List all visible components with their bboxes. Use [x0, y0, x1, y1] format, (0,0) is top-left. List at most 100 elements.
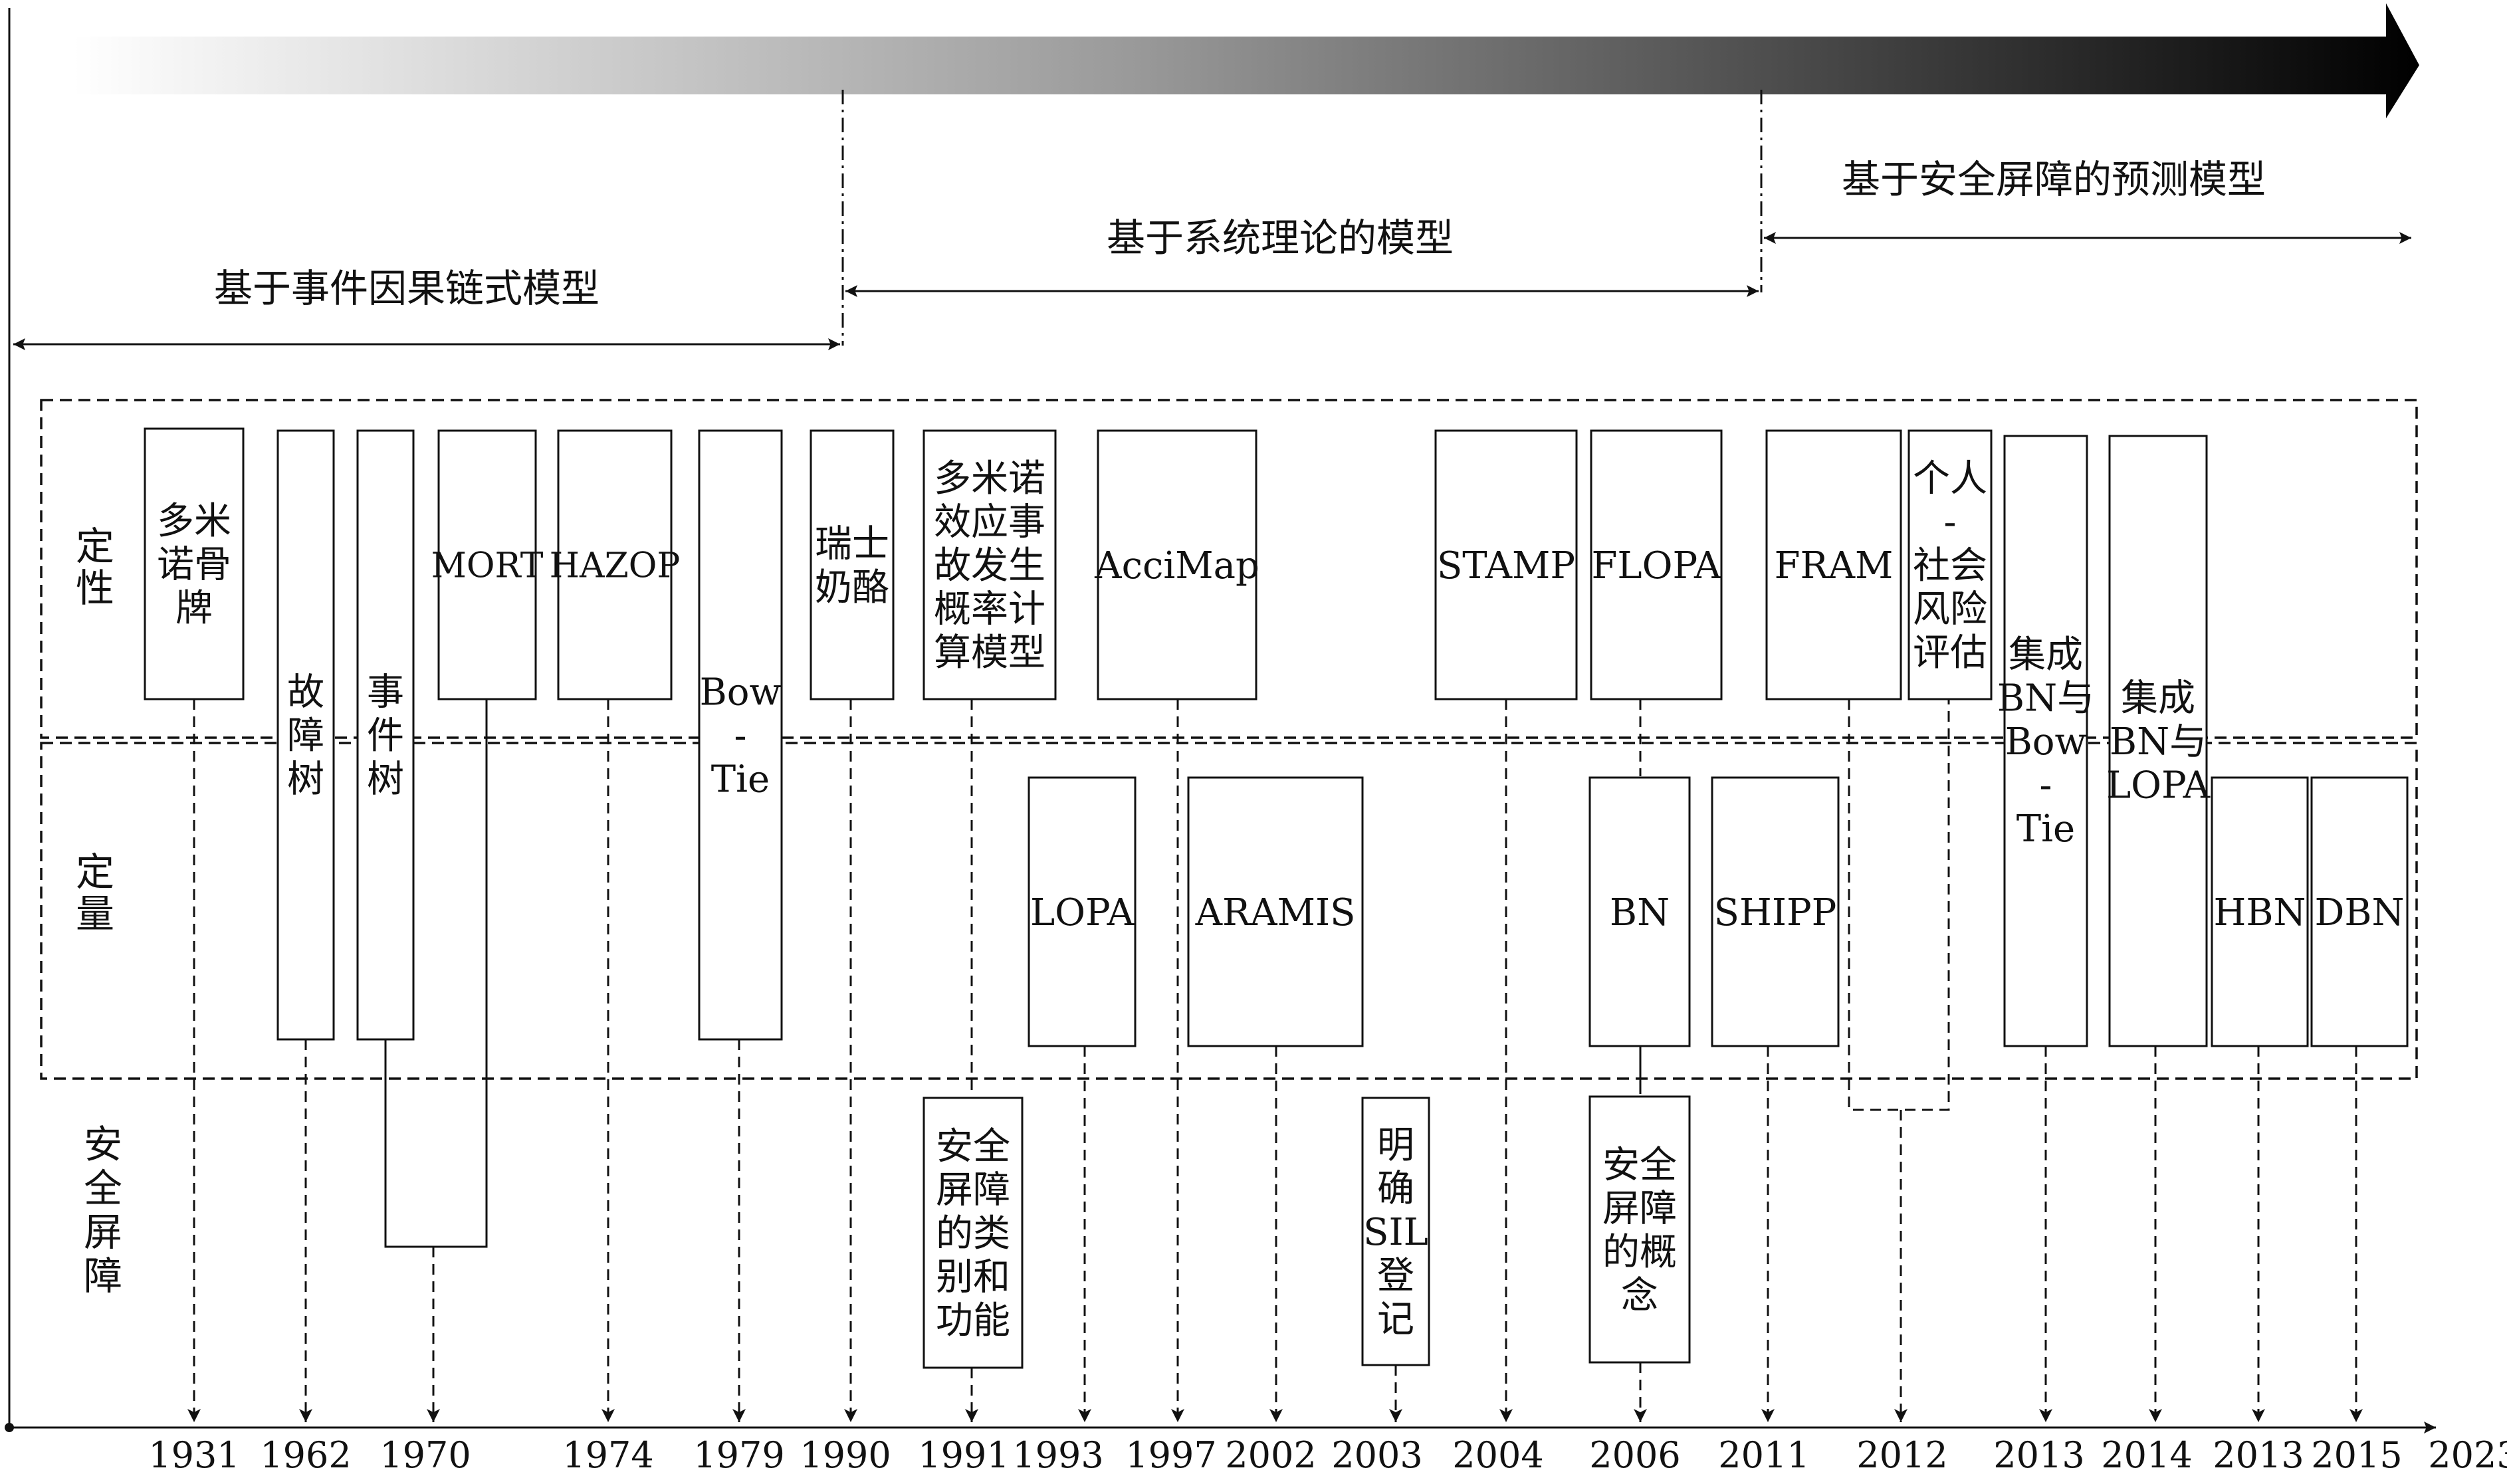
- model-box-frame: [698, 429, 783, 1041]
- model-label: 的类: [936, 1212, 1010, 1255]
- model-box-hazop: HAZOP: [550, 429, 681, 700]
- model-box-fram: FRAM: [1765, 429, 1902, 700]
- row-label-qualitative-2: 性: [76, 566, 114, 611]
- model-label: 登: [1377, 1255, 1414, 1298]
- model-label: MORT: [431, 546, 544, 586]
- connector-1970: [384, 699, 488, 1248]
- year-label: 2013: [1993, 1434, 2084, 1476]
- model-box-dbn: DBN: [2310, 776, 2409, 1047]
- model-label: HAZOP: [550, 546, 681, 586]
- model-label: -: [1944, 501, 1957, 544]
- model-label: BN: [1610, 891, 1670, 934]
- model-box-frame: [1361, 1097, 1430, 1366]
- model-box-event-tree: 事件树: [356, 429, 415, 1041]
- year-label: 2014: [2101, 1434, 2192, 1476]
- model-box-frame: [2108, 435, 2208, 1047]
- model-label: Tie: [2016, 807, 2075, 851]
- model-box-flopa: FLOPA: [1590, 429, 1723, 700]
- row-label-qualitative: 定 性: [76, 524, 114, 611]
- model-label: FLOPA: [1592, 544, 1721, 587]
- model-label: 集成: [2121, 677, 2195, 720]
- model-label: 念: [1621, 1274, 1658, 1317]
- connectors: [187, 699, 2363, 1422]
- year-label: 2002: [1225, 1434, 1316, 1476]
- model-label: 集成: [2009, 633, 2083, 677]
- model-label: 件: [367, 714, 404, 758]
- row-label-barrier-3: 屏: [84, 1210, 122, 1255]
- model-label: 屏障: [1602, 1187, 1677, 1230]
- row-label-barrier-4: 障: [84, 1253, 122, 1299]
- year-label: 1991: [918, 1434, 1009, 1476]
- model-box-lopa: LOPA: [1028, 776, 1137, 1047]
- model-label: STAMP: [1437, 544, 1575, 587]
- model-box-bn: BN: [1588, 776, 1691, 1047]
- model-box-frame: [144, 427, 245, 700]
- era-label-2: 基于系统理论的模型: [1107, 215, 1454, 261]
- era-label-1: 基于事件因果链式模型: [214, 266, 600, 311]
- year-label: 1979: [693, 1434, 784, 1476]
- row-label-quantitative-1: 定: [76, 849, 114, 895]
- model-label: 社会: [1913, 544, 1987, 587]
- model-label: 诺骨: [157, 544, 231, 587]
- model-label: 效应事: [934, 501, 1045, 544]
- axis-origin: [5, 1423, 14, 1432]
- row-label-quantitative-2: 量: [76, 891, 114, 936]
- model-box-bow-tie: Bow-Tie: [698, 429, 783, 1041]
- model-label: 牌: [175, 587, 213, 630]
- model-label: 记: [1377, 1298, 1414, 1341]
- model-box-fault-tree: 故障树: [276, 429, 335, 1041]
- model-label: 多米诺: [934, 457, 1045, 500]
- model-label: 概率计: [934, 588, 1045, 631]
- model-label: DBN: [2314, 891, 2404, 934]
- band-qualitative: [40, 399, 2418, 739]
- year-label: 1974: [562, 1434, 653, 1476]
- model-box-frame: [923, 429, 1057, 700]
- model-label: 算模型: [934, 631, 1045, 675]
- model-label: 瑞士: [815, 522, 889, 566]
- time-gradient-arrow: [73, 3, 2419, 118]
- model-label: FRAM: [1775, 544, 1894, 587]
- model-label: LOPA: [2106, 764, 2211, 807]
- model-label: 奶酪: [815, 566, 889, 609]
- model-label: BN与: [2110, 720, 2207, 764]
- model-label: 别和: [936, 1256, 1010, 1299]
- row-label-quantitative: 定 量: [76, 849, 114, 936]
- model-box-frame: [1588, 1095, 1691, 1364]
- model-label: 确: [1377, 1168, 1414, 1211]
- year-label: 2003: [1331, 1434, 1422, 1476]
- row-label-barrier-2: 全: [84, 1166, 122, 1211]
- year-label: 1993: [1012, 1434, 1103, 1476]
- model-box-frame: [2310, 776, 2409, 1047]
- row-label-barrier: 安 全 屏 障: [84, 1122, 122, 1299]
- year-label: 1970: [380, 1434, 471, 1476]
- model-label: 评估: [1913, 631, 1987, 675]
- year-label: 2013: [2213, 1434, 2304, 1476]
- model-label: 多米: [157, 500, 231, 543]
- year-label: 2004: [1452, 1434, 1543, 1476]
- model-box-stamp: STAMP: [1434, 429, 1578, 700]
- model-box-frame: [2211, 776, 2309, 1047]
- model-box-frame: [1908, 429, 1993, 700]
- model-label: LOPA: [1030, 891, 1135, 934]
- year-label: 1931: [148, 1434, 239, 1476]
- model-box-mort: MORT: [431, 429, 544, 700]
- year-label: 1962: [260, 1434, 351, 1476]
- model-label: 屏障: [936, 1169, 1010, 1212]
- model-box-frame: [557, 429, 673, 700]
- model-label: AcciMap: [1094, 544, 1259, 587]
- model-box-frame: [437, 429, 537, 700]
- model-box-frame: [1711, 776, 1840, 1047]
- model-box-frame: [1590, 429, 1723, 700]
- model-label: 风险: [1913, 588, 1987, 631]
- connector-2012: [1848, 699, 1950, 1111]
- model-label: 个人: [1913, 457, 1987, 500]
